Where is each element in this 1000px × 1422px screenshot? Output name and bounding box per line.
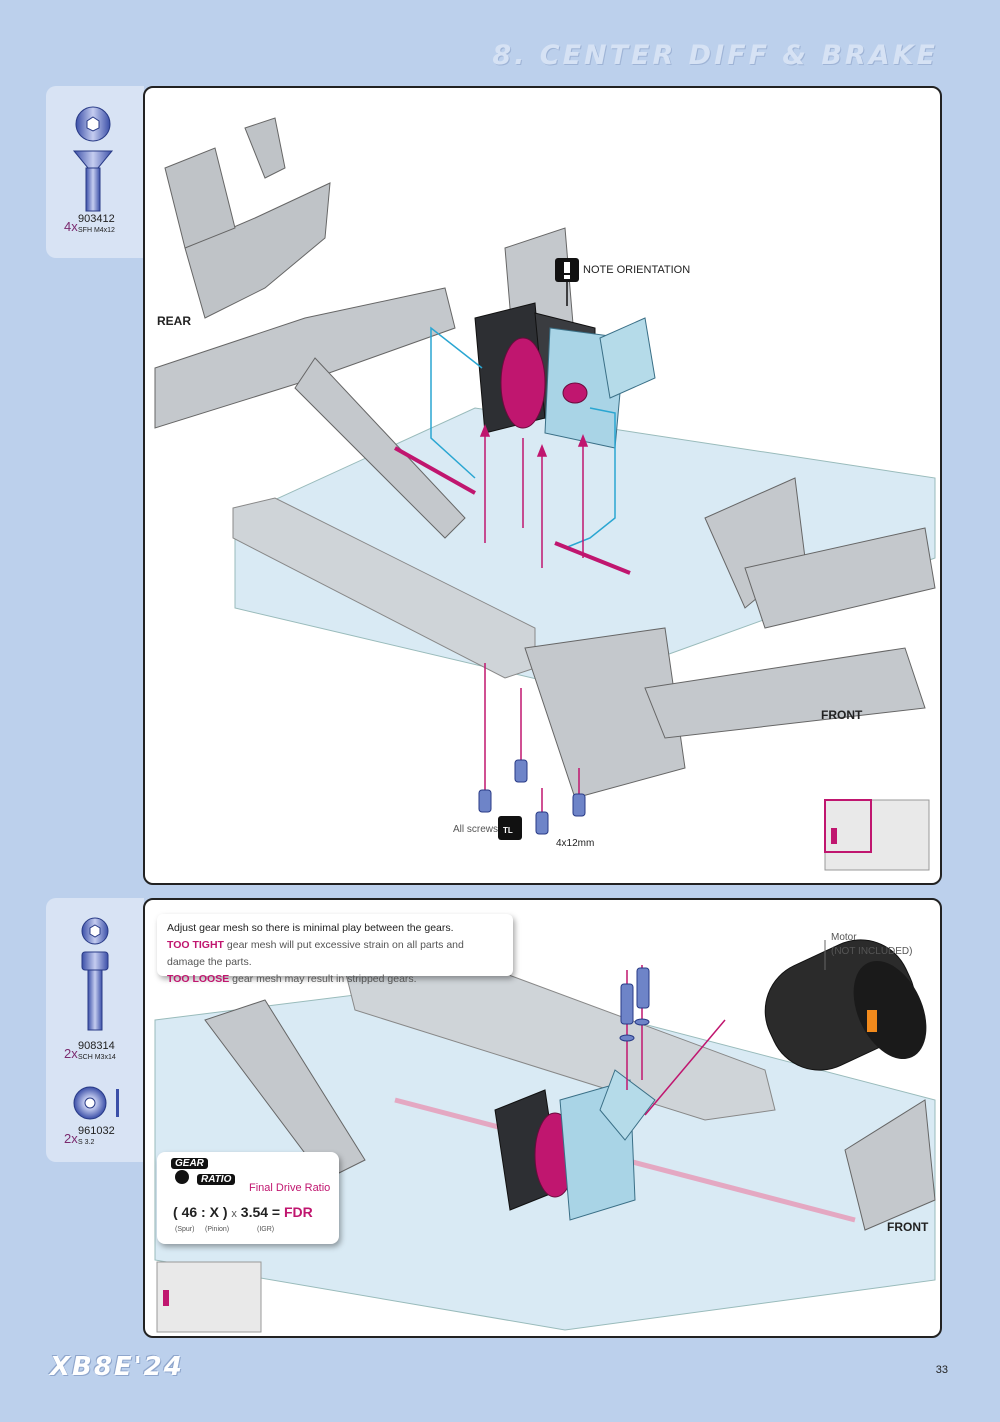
rear-driveshaft — [394, 446, 476, 495]
step2-chassis-illustration — [154, 939, 936, 1333]
rear-shock-tower — [164, 117, 331, 319]
fdr-result: FDR — [284, 1204, 313, 1220]
instruction-too-tight: TOO TIGHT gear mesh will put excessive s… — [167, 937, 503, 971]
center-diff-housing — [474, 302, 656, 449]
igr-caption: (IGR) — [257, 1226, 275, 1233]
formula-times: x — [231, 1208, 237, 1220]
part-description: SCH M3x14 — [78, 1054, 116, 1061]
hint-thumbnail — [156, 1261, 262, 1333]
gear-icon — [175, 1170, 189, 1184]
tool-icon — [498, 816, 522, 840]
step1-chassis-illustration — [154, 117, 936, 871]
section-title: 8. CENTER DIFF & BRAKE — [492, 40, 938, 71]
page-number: 33 — [935, 1364, 948, 1376]
hint-thumbnail — [824, 799, 930, 871]
step1-panel: REAR FRONT NOTE ORIENTATION All screws T… — [143, 86, 942, 885]
guide-lines — [430, 326, 616, 549]
pinion-caption: (Pinion) — [205, 1226, 230, 1233]
screws — [478, 759, 586, 835]
part-number-value: 903412 — [78, 213, 115, 225]
gear-ratio-box: GEAR RATIO Final Drive Ratio ( 46 : X ) … — [157, 1152, 339, 1244]
screw-size-label: 4x12mm — [556, 838, 595, 849]
part-qty: 2x — [64, 1131, 78, 1146]
motor-illustration — [764, 939, 927, 1071]
note-orientation-icon — [555, 258, 579, 306]
brand-logo: XB8E'24 — [50, 1352, 184, 1382]
washer-icon — [73, 1086, 119, 1120]
gear-ratio-badge-ratio: RATIO — [197, 1174, 236, 1185]
motor-note: (NOT INCLUDED) — [831, 946, 913, 957]
motor-label: Motor — [831, 932, 857, 943]
front-assembly — [524, 477, 936, 799]
spur-value: 46 — [181, 1204, 198, 1220]
formula-colon: : — [201, 1204, 206, 1220]
instruction-too-loose: TOO LOOSE gear mesh may result in stripp… — [167, 971, 503, 988]
instruction-line1: Adjust gear mesh so there is minimal pla… — [167, 922, 454, 934]
part-number-value: 961032 — [78, 1125, 115, 1137]
rear-arm — [204, 999, 366, 1181]
screws — [619, 967, 650, 1042]
flat-head-screw-icon — [72, 106, 114, 212]
formula-equals: = — [271, 1204, 281, 1220]
igr-value: 3.54 — [240, 1204, 269, 1220]
gear-mesh-instruction: Adjust gear mesh so there is minimal pla… — [157, 914, 513, 985]
spur-caption: (Spur) — [175, 1226, 195, 1233]
part-number: 961032 S 3.2 — [78, 1126, 115, 1148]
front-label: FRONT — [821, 708, 863, 722]
center-diff-housing — [494, 1069, 656, 1221]
gear-ratio-title: Final Drive Ratio — [249, 1182, 331, 1194]
part-qty: 4x — [64, 219, 78, 234]
cap-head-screw-icon — [81, 917, 109, 1031]
part-description: S 3.2 — [78, 1139, 95, 1146]
too-tight-text: gear mesh will put excessive strain on a… — [167, 939, 464, 968]
too-loose-label: TOO LOOSE — [167, 973, 230, 985]
part-qty: 2x — [64, 1046, 78, 1061]
formula-close: ) — [222, 1204, 228, 1220]
screw-arrows — [479, 423, 589, 828]
note-orientation-label: NOTE ORIENTATION — [583, 264, 691, 276]
front-label: FRONT — [887, 1220, 929, 1234]
front-tower — [844, 1099, 936, 1231]
too-tight-label: TOO TIGHT — [167, 939, 224, 951]
gear-ratio-badge-gear: GEAR — [171, 1158, 208, 1169]
part-number-value: 908314 — [78, 1040, 115, 1052]
screws-label: All screws — [453, 824, 499, 835]
rear-label: REAR — [157, 314, 192, 328]
part-description: SFH M4x12 — [78, 227, 115, 234]
pinion-value: X — [209, 1204, 219, 1220]
step2-panel: Adjust gear mesh so there is minimal pla… — [143, 898, 942, 1338]
gear-ratio-formula: ( 46 : X ) x 3.54 = FDR — [173, 1204, 313, 1220]
too-loose-text: gear mesh may result in stripped gears. — [229, 973, 417, 985]
tool-label: TL — [503, 826, 513, 835]
formula-open: ( — [173, 1204, 178, 1220]
front-driveshaft — [554, 541, 631, 575]
